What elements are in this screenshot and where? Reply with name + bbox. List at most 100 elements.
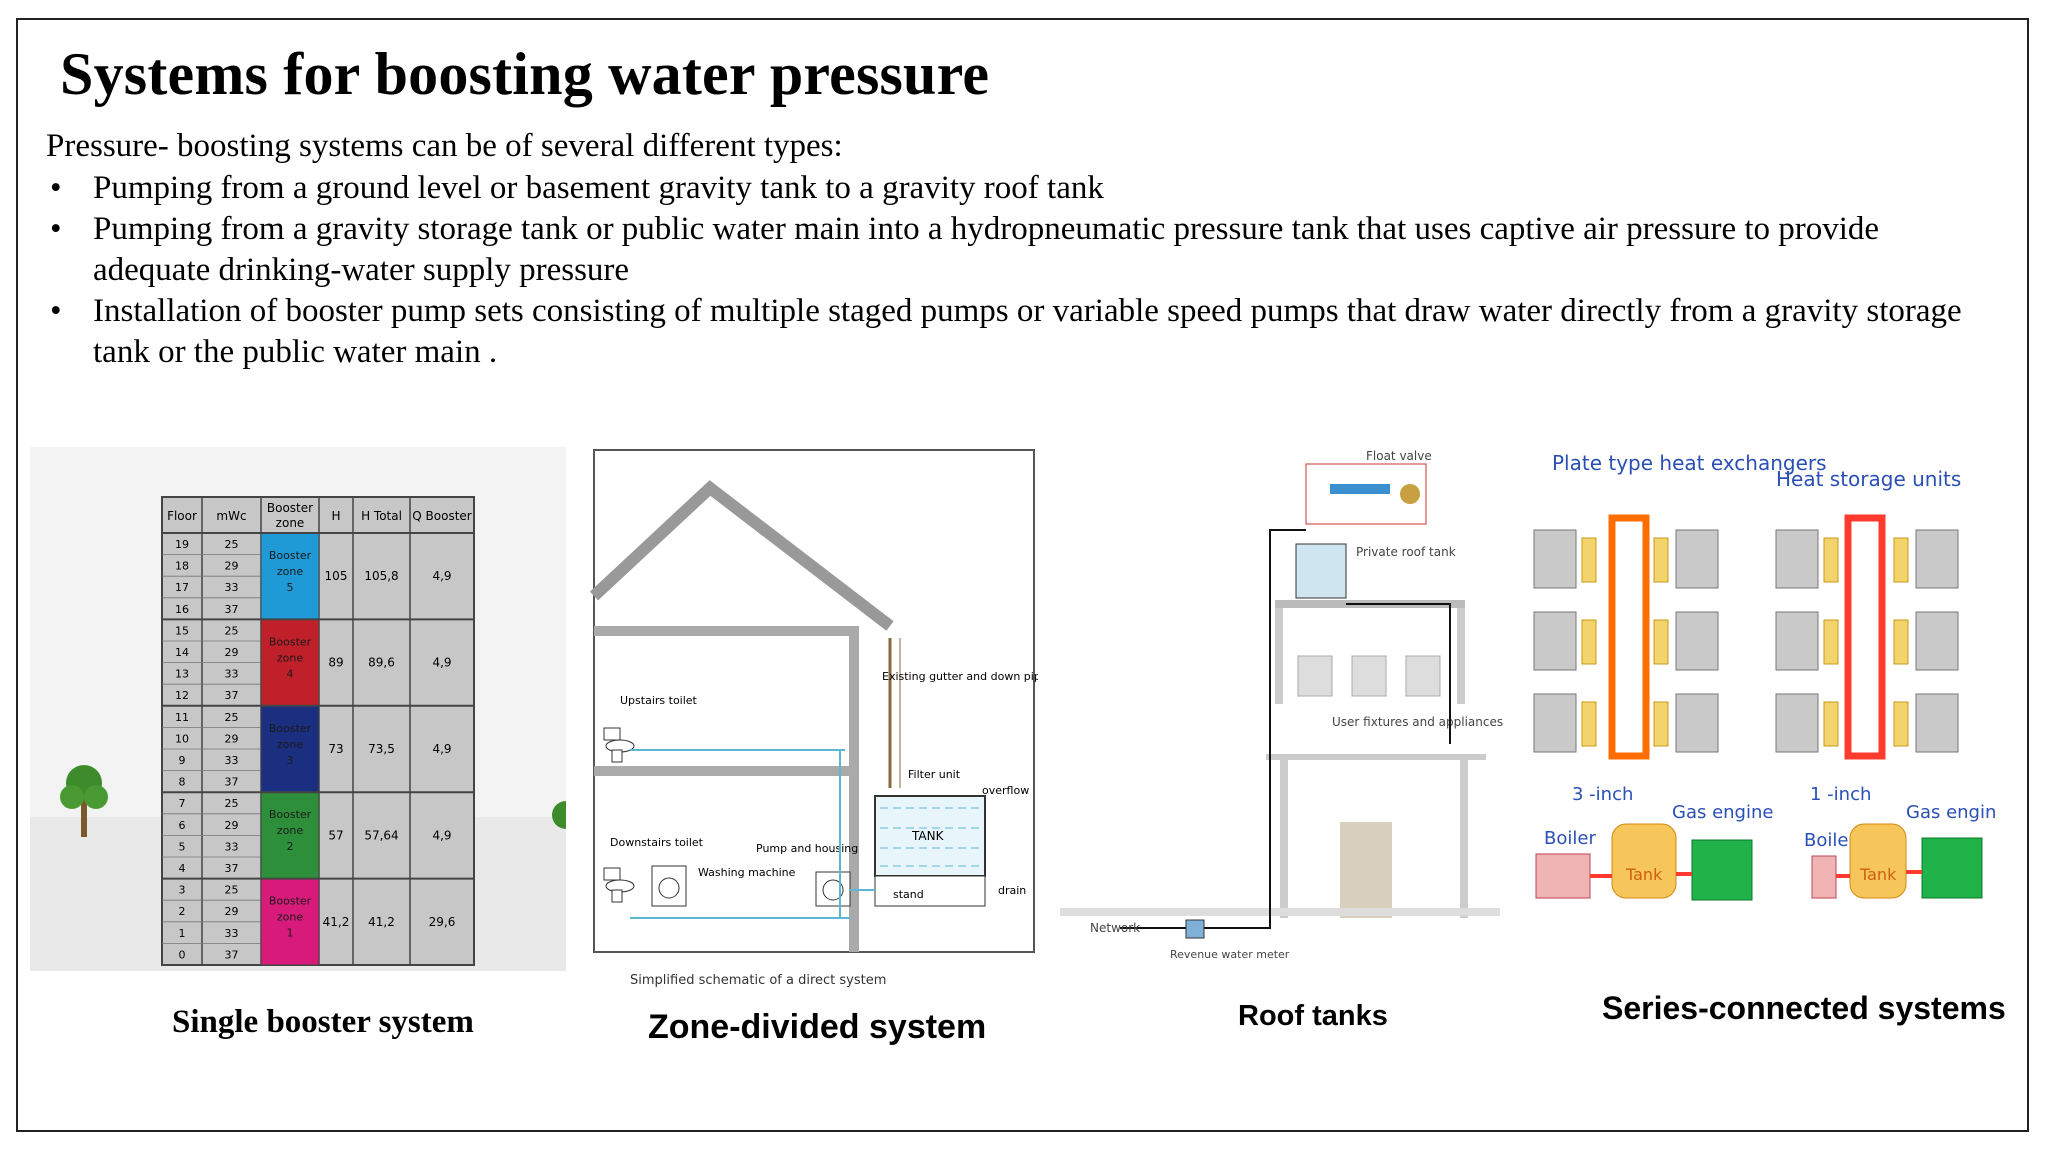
bullet-list: • Pumping from a ground level or basement… — [46, 168, 1976, 373]
h-total-cell: 105,8 — [364, 569, 398, 583]
mwc-cell: 37 — [225, 689, 239, 702]
h-total-cell: 89,6 — [368, 656, 395, 670]
h-total-cell: 73,5 — [368, 742, 395, 756]
h-cell: 57 — [328, 828, 343, 842]
zone-divided-figure: Existing gutter and down pipe Upstairs t… — [590, 449, 1038, 988]
booster-zone-label: Booster — [269, 549, 312, 562]
booster-zone-label: zone — [277, 824, 303, 837]
floor-cell: 17 — [175, 581, 189, 594]
booster-zone-label: Booster — [269, 808, 312, 821]
floor-cell: 2 — [179, 905, 186, 918]
booster-zone-label: 1 — [287, 927, 294, 940]
exchanger-plate-icon — [1893, 619, 1909, 665]
float-valve-label: Float valve — [1366, 449, 1432, 463]
pump-icon — [815, 871, 851, 907]
bullet-item: • Pumping from a gravity storage tank or … — [46, 209, 1976, 291]
mwc-cell: 25 — [225, 884, 239, 897]
booster-zone-label: Booster — [269, 722, 312, 735]
bullet-dot: • — [50, 211, 62, 247]
exchanger-plate-icon — [1653, 619, 1669, 665]
exchanger-plate-icon — [1581, 537, 1597, 583]
floor-cell: 7 — [179, 797, 186, 810]
overflow-label: overflow — [982, 784, 1029, 797]
toilet-icon — [603, 867, 635, 903]
mwc-cell: 33 — [225, 668, 239, 681]
boiler-right-icon — [1811, 855, 1837, 899]
tank-right-label: Tank — [1859, 865, 1897, 884]
mwc-cell: 29 — [225, 819, 239, 832]
mwc-cell: 25 — [225, 711, 239, 724]
mwc-cell: 29 — [225, 560, 239, 573]
bullet-text: Installation of booster pump sets consis… — [93, 293, 1962, 370]
floor-cell: 8 — [179, 776, 186, 789]
inch-left-label: 3 -inch — [1572, 784, 1633, 805]
slide-frame — [16, 18, 2029, 1132]
floor-cell: 16 — [175, 603, 189, 616]
gas-engine-right-icon — [1921, 837, 1983, 899]
revenue-meter-label: Revenue water meter — [1170, 948, 1290, 961]
floor-cell: 6 — [179, 819, 186, 832]
floor-cell: 12 — [175, 689, 189, 702]
mwc-cell: 37 — [225, 776, 239, 789]
floor-cell: 14 — [175, 646, 189, 659]
slide-title: Systems for boosting water pressure — [60, 41, 990, 107]
valve-icon — [1330, 484, 1420, 504]
h-cell: 41,2 — [323, 915, 350, 929]
tank-left-label: Tank — [1625, 865, 1663, 884]
mwc-cell: 25 — [225, 538, 239, 551]
series-connected-caption: Series-connected systems — [1602, 990, 2006, 1026]
heat-unit-icon — [1775, 529, 1819, 589]
heat-unit-icon — [1675, 611, 1719, 671]
floor-cell: 19 — [175, 538, 189, 551]
table-header: H Total — [361, 509, 402, 523]
tank-label: TANK — [911, 829, 945, 843]
booster-zone-label: zone — [277, 565, 303, 578]
pump-label: Pump and housing — [756, 842, 858, 855]
washing-machine-label: Washing machine — [698, 866, 796, 879]
heat-unit-icon — [1915, 611, 1959, 671]
exchanger-plate-icon — [1823, 619, 1839, 665]
bullet-dot: • — [50, 170, 62, 206]
boiler-right-label: Boiler — [1804, 830, 1856, 851]
exchanger-plate-icon — [1893, 701, 1909, 747]
drain-label: drain — [998, 884, 1026, 897]
downstairs-toilet-label: Downstairs toilet — [610, 836, 704, 849]
mwc-cell: 25 — [225, 624, 239, 637]
h-cell: 73 — [328, 742, 343, 756]
table-header: H — [331, 509, 340, 523]
bullet-item: • Pumping from a ground level or basement… — [46, 168, 1976, 209]
upstairs-toilet-label: Upstairs toilet — [620, 694, 698, 707]
floor-cell: 5 — [179, 840, 186, 853]
boiler-left-label: Boiler — [1544, 828, 1596, 849]
heat-unit-icon — [1675, 529, 1719, 589]
booster-zone-label: zone — [277, 911, 303, 924]
floor-cell: 1 — [179, 927, 186, 940]
schematic-label: Simplified schematic of a direct system — [630, 973, 886, 988]
boiler-left-icon — [1535, 853, 1591, 899]
zone-divided-caption: Zone-divided system — [648, 1008, 987, 1046]
tank-right-icon: Tank — [1849, 823, 1907, 899]
booster-zone-cell — [260, 618, 320, 707]
gas-engine-left-icon — [1691, 839, 1753, 901]
table-header: Floor — [167, 509, 197, 523]
booster-zone-label: 3 — [287, 754, 294, 767]
tank-left-icon: Tank — [1611, 823, 1677, 899]
mwc-cell: 29 — [225, 732, 239, 745]
h-cell: 89 — [328, 656, 343, 670]
booster-zone-cell — [260, 532, 320, 620]
floor-cell: 4 — [179, 862, 186, 875]
roof-tanks-caption: Roof tanks — [1238, 1000, 1388, 1032]
bullet-text: Pumping from a ground level or basement … — [93, 170, 1104, 206]
tree-icon — [60, 765, 108, 837]
bullet-text: Pumping from a gravity storage tank or p… — [93, 211, 1880, 288]
booster-zone-label: 2 — [287, 840, 294, 853]
washing-machine-icon — [651, 865, 687, 907]
floor-cell: 15 — [175, 624, 189, 637]
mwc-cell: 37 — [225, 862, 239, 875]
h-cell: 105 — [325, 569, 348, 583]
mwc-cell: 33 — [225, 754, 239, 767]
q-booster-cell: 4,9 — [432, 656, 451, 670]
booster-zone-label: zone — [277, 738, 303, 751]
q-booster-cell: 4,9 — [432, 828, 451, 842]
